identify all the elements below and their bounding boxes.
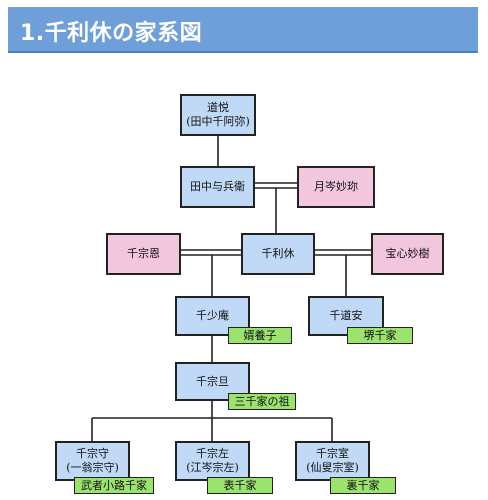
node-hoshin: 宝心妙樹: [371, 233, 444, 275]
tag-sosa: 表千家: [207, 477, 273, 494]
node-soshu-sub: (一翁宗守): [66, 461, 119, 474]
node-sosa: 千宗左 (江岑宗左): [175, 441, 250, 481]
node-yohei: 田中与兵衛: [180, 166, 255, 208]
node-dokuetsu: 道悦 (田中千阿弥): [180, 94, 256, 136]
page-title: 1.千利休の家系図: [20, 21, 203, 46]
node-soshu: 千宗守 (一翁宗守): [55, 441, 130, 481]
node-shoan-name: 千少庵: [196, 309, 229, 322]
node-doan-name: 千道安: [329, 309, 363, 322]
node-soshitsu: 千宗室 (仙叟宗室): [295, 441, 370, 481]
node-soon: 千宗恩: [106, 233, 181, 275]
node-dokuetsu-sub: (田中千阿弥): [186, 115, 250, 128]
tag-shoan: 婿養子: [228, 327, 292, 344]
node-rikyu: 千利休: [241, 233, 315, 275]
node-sotan-name: 千宗旦: [196, 374, 229, 388]
node-rikyu-name: 千利休: [261, 247, 295, 260]
node-gesshin: 月岑妙珎: [297, 166, 375, 208]
node-yohei-name: 田中与兵衛: [190, 180, 245, 193]
header-bar: 1.千利休の家系図: [8, 7, 478, 53]
node-soshitsu-sub: (仙叟宗室): [306, 461, 359, 474]
node-soon-name: 千宗恩: [127, 247, 160, 260]
node-soshitsu-name: 千宗室: [316, 447, 349, 460]
node-gesshin-name: 月岑妙珎: [314, 180, 358, 193]
tag-soshitsu: 裏千家: [330, 477, 396, 494]
tag-sotan: 三千家の祖: [228, 393, 296, 410]
tag-soshu: 武者小路千家: [74, 477, 154, 494]
node-soshu-name: 千宗守: [76, 447, 109, 460]
node-hoshin-name: 宝心妙樹: [385, 247, 430, 260]
node-sosa-name: 千宗左: [196, 447, 229, 460]
tag-doan: 堺千家: [347, 327, 413, 344]
node-sosa-sub: (江岑宗左): [186, 461, 239, 474]
node-dokuetsu-name: 道悦: [207, 101, 229, 114]
